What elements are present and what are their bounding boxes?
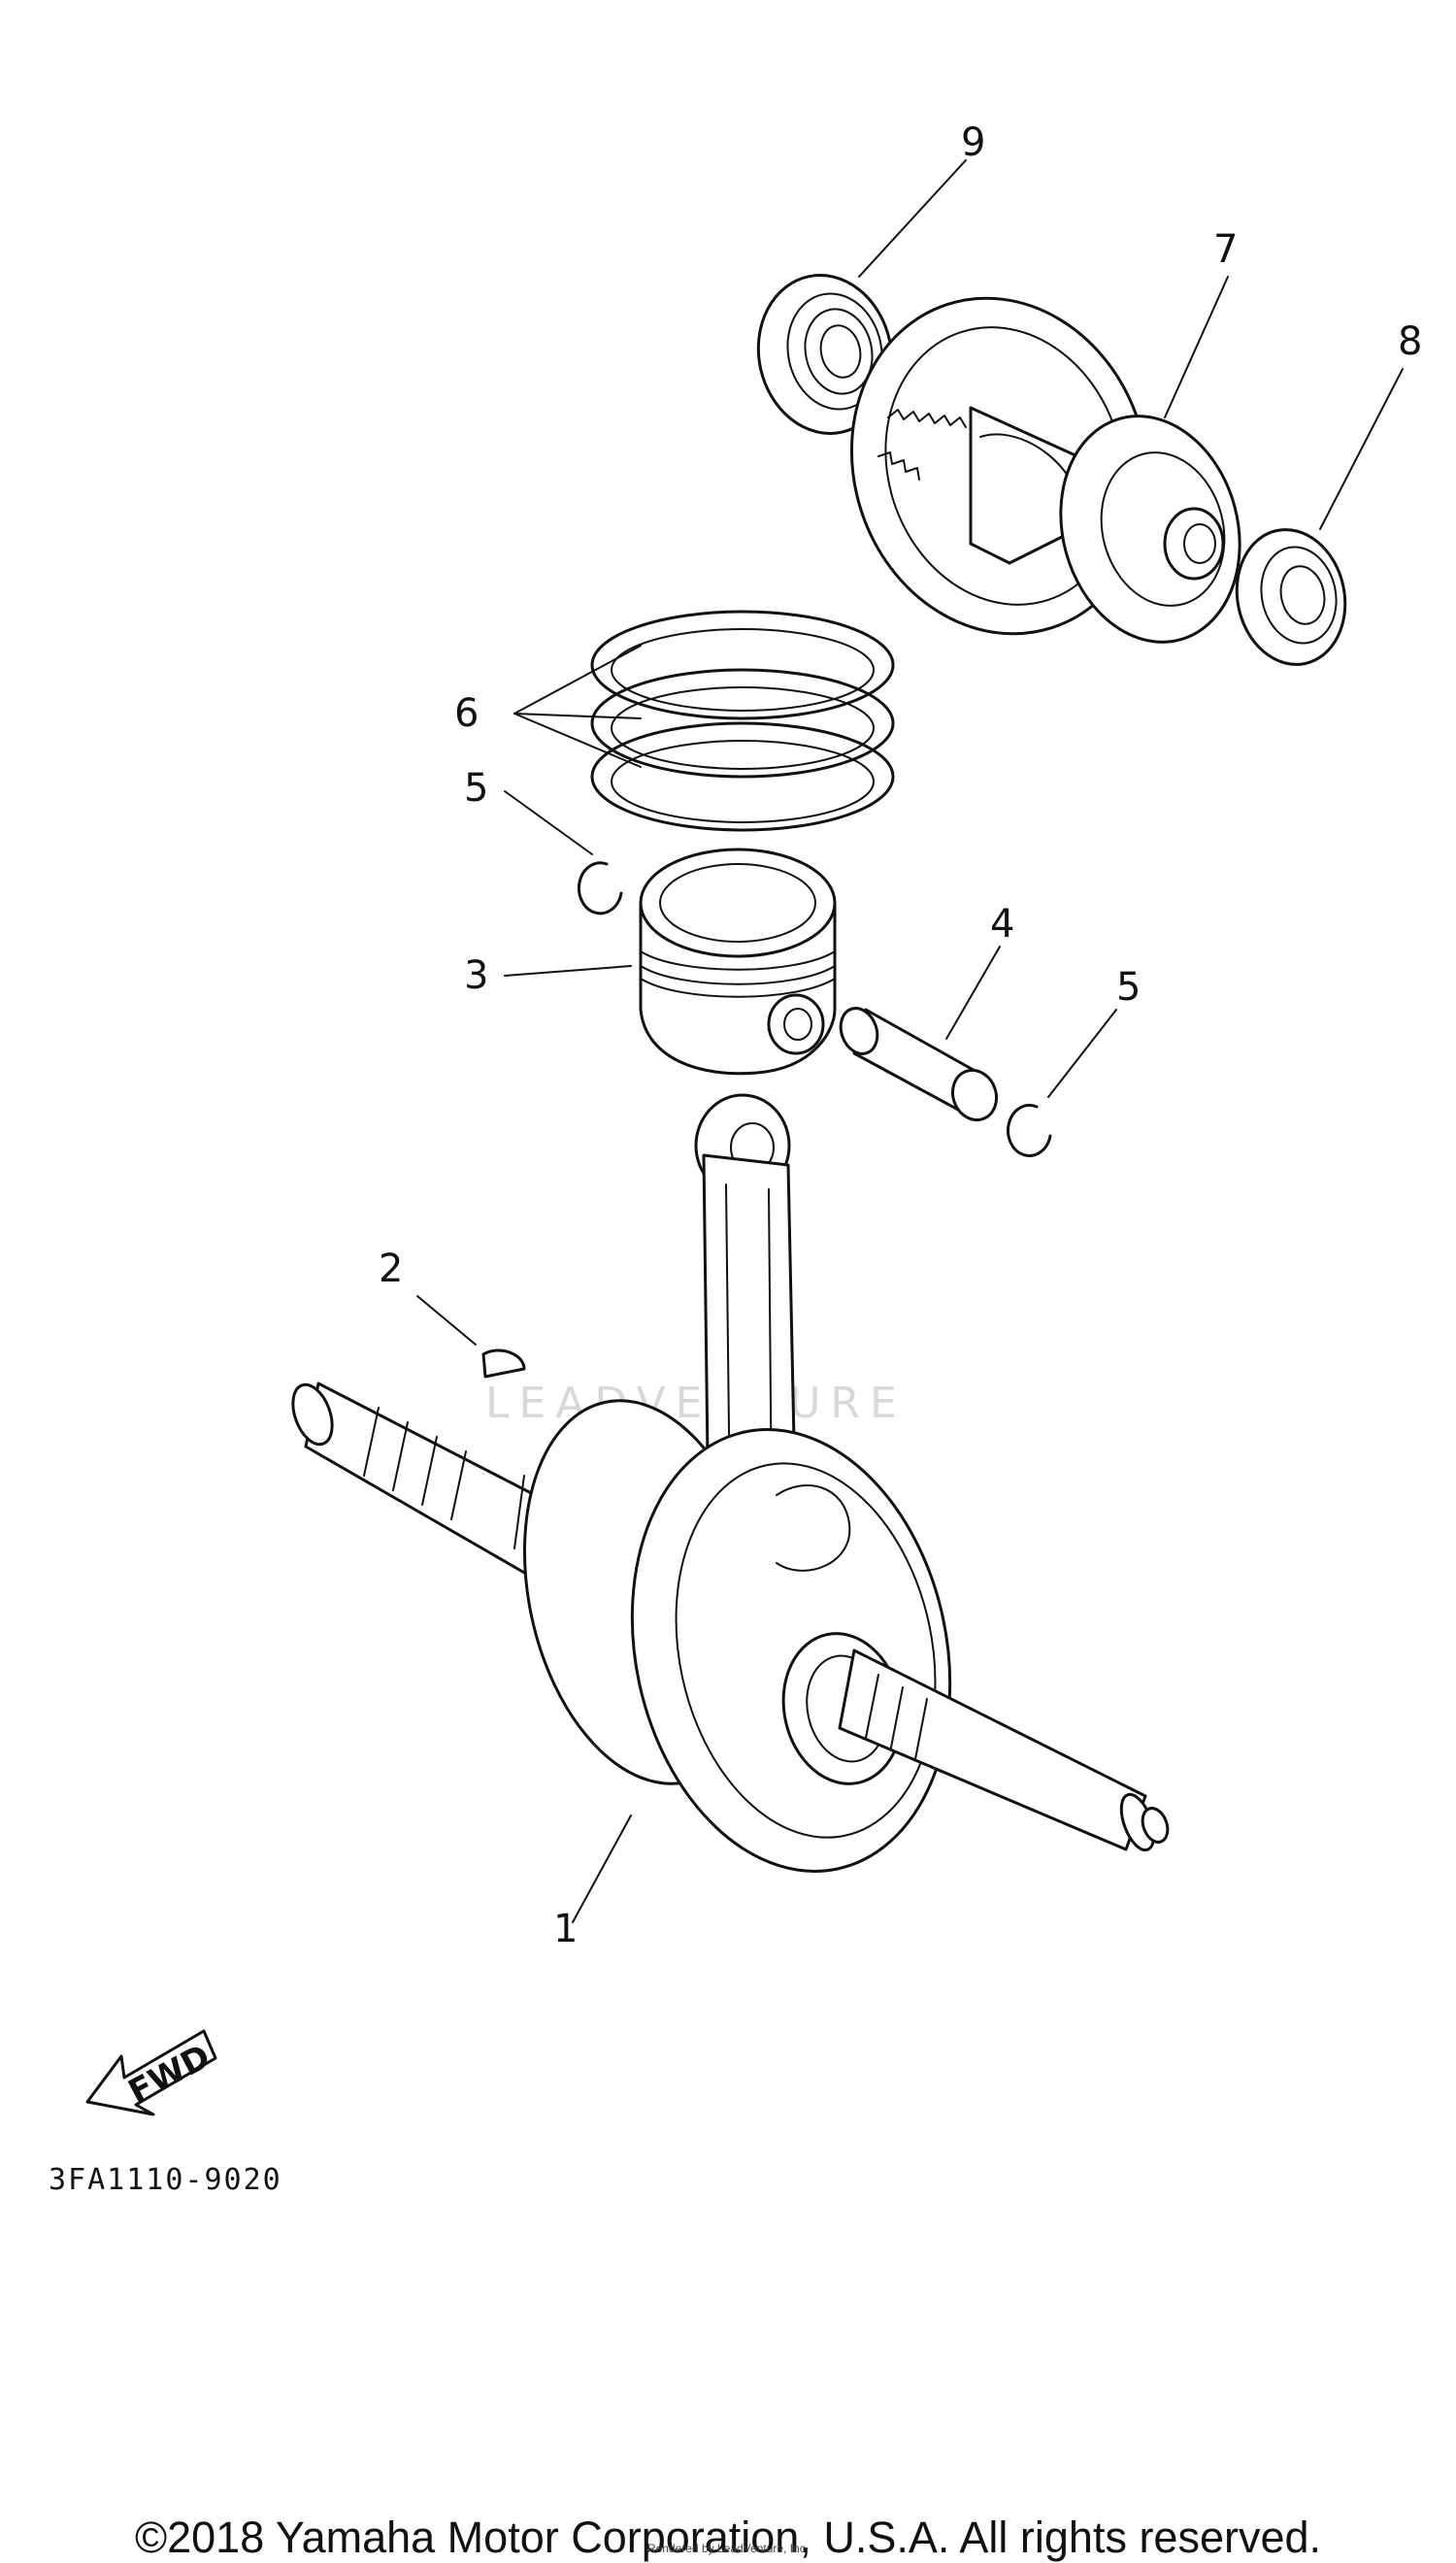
leader-6a xyxy=(513,645,642,715)
balancer-shaft-7 xyxy=(849,296,1241,644)
fwd-arrow: FWD xyxy=(85,2029,217,2116)
leader-9 xyxy=(858,159,967,278)
leader-2 xyxy=(416,1295,477,1346)
callout-5-right: 5 xyxy=(1116,965,1141,1010)
fwd-label: FWD xyxy=(122,2037,216,2112)
callout-6: 6 xyxy=(454,691,479,736)
circlip-5-right xyxy=(1007,1103,1052,1157)
bearing-9 xyxy=(756,274,894,435)
leader-1 xyxy=(572,1814,632,1923)
leader-6c xyxy=(513,713,642,768)
rendered-by-credit: Rendered by LeadVenture, Inc. xyxy=(646,2542,810,2555)
callout-2: 2 xyxy=(379,1247,403,1291)
watermark-text: LEADVENTURE xyxy=(485,1379,907,1428)
crankshaft-1 xyxy=(291,1093,1170,1873)
callout-7: 7 xyxy=(1213,227,1238,272)
leader-3 xyxy=(504,965,632,977)
leader-5-right xyxy=(1047,1009,1117,1098)
callout-1: 1 xyxy=(553,1907,578,1951)
piston-rings-6 xyxy=(590,610,895,832)
leader-4 xyxy=(945,946,1001,1040)
part-code: 3FA1110-9020 xyxy=(49,2163,282,2197)
callout-4: 4 xyxy=(990,902,1014,947)
piston-pin-4 xyxy=(839,1007,999,1122)
callout-3: 3 xyxy=(464,953,488,998)
leader-8 xyxy=(1319,368,1404,530)
callout-8: 8 xyxy=(1398,319,1422,364)
callout-9: 9 xyxy=(961,120,985,165)
copyright-notice: ©2018 Yamaha Motor Corporation, U.S.A. A… xyxy=(134,2513,1322,2562)
bearing-8 xyxy=(1235,528,1347,666)
circlip-5-left xyxy=(577,861,623,915)
woodruff-key-2 xyxy=(481,1348,526,1379)
leader-6b xyxy=(513,713,642,719)
callout-5-left: 5 xyxy=(464,766,488,811)
piston-3 xyxy=(639,848,837,1076)
leader-7 xyxy=(1164,276,1229,418)
leader-5-left xyxy=(504,790,593,855)
